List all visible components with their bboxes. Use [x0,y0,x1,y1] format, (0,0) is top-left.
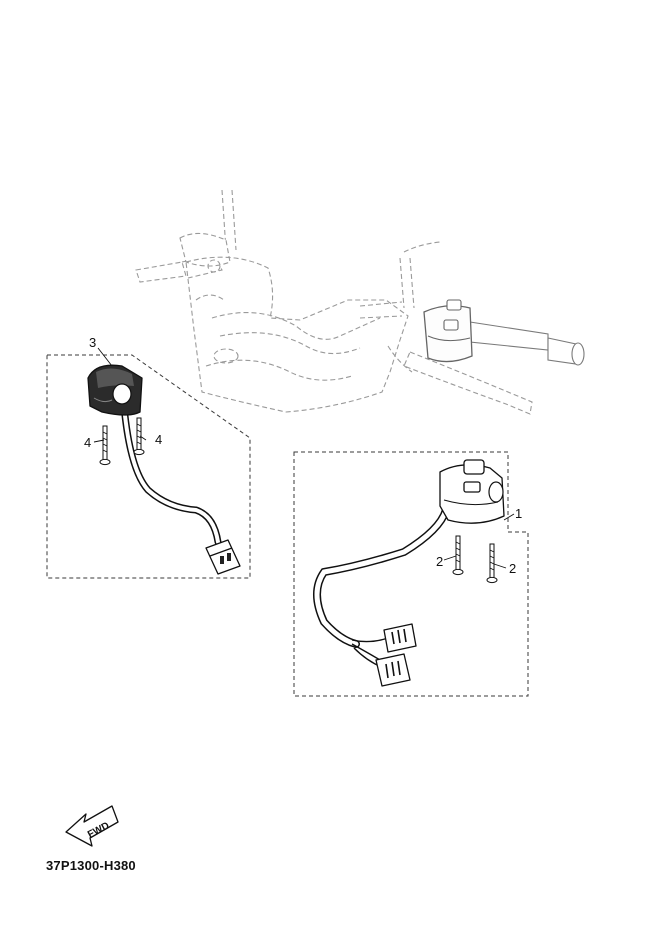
callout-4-left: 4 [84,435,91,450]
right-switch-installed-ghost [423,299,473,363]
left-switch-group-box [46,354,251,579]
right-screw-rear [486,543,498,584]
callout-leaders [93,347,515,569]
handlebar-ghost-outline [135,189,533,415]
left-screw-front [99,425,111,466]
callout-2-left: 2 [436,554,443,569]
callout-1: 1 [515,506,522,521]
callout-2-right: 2 [509,561,516,576]
fwd-arrow: FWD [65,805,119,847]
right-switch-connector-lower [375,653,411,687]
callout-4-right: 4 [155,432,162,447]
right-switch-group-box [293,451,529,697]
right-grip-ghost [469,321,585,366]
left-switch-connector [205,539,241,575]
right-handlebar-switch [313,459,505,687]
left-handlebar-switch [87,364,241,575]
left-screw-rear [133,417,145,456]
callout-3: 3 [89,335,96,350]
part-code-label: 37P1300-H380 [46,858,136,873]
right-switch-connector-upper [383,623,417,653]
right-screw-front [452,535,464,576]
